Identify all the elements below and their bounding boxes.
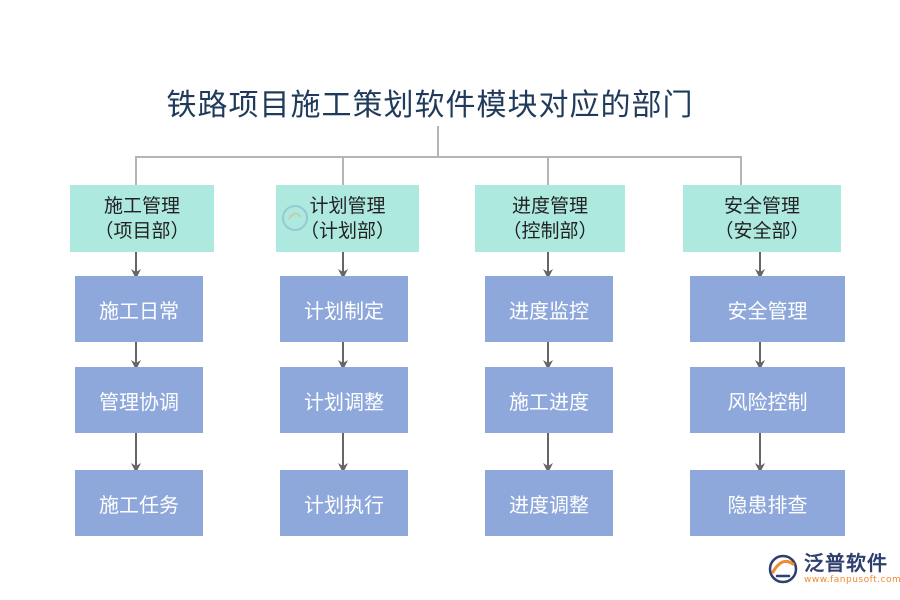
task-box: 安全管理: [690, 276, 845, 342]
task-box: 隐患排查: [690, 470, 845, 536]
module-name: 安全管理: [723, 194, 800, 217]
module-name: 施工管理: [103, 194, 180, 217]
task-box: 计划制定: [280, 276, 408, 342]
brand-logo: 泛普软件 www.fanpusoft.com: [766, 552, 900, 586]
task-box: 进度监控: [485, 276, 613, 342]
task-box: 施工任务: [75, 470, 203, 536]
department-name: （项目部）: [94, 219, 190, 242]
task-box: 计划执行: [280, 470, 408, 536]
module-box-safety: 安全管理 （安全部）: [683, 185, 841, 252]
department-name: （安全部）: [714, 219, 810, 242]
module-box-planning: 计划管理 （计划部）: [276, 185, 419, 252]
logo-name: 泛普软件: [804, 551, 888, 575]
task-box: 施工日常: [75, 276, 203, 342]
fanpu-watermark-icon: [282, 205, 308, 231]
department-name: （控制部）: [502, 219, 598, 242]
department-name: （计划部）: [299, 219, 395, 242]
logo-url: www.fanpusoft.com: [804, 575, 900, 585]
module-box-construction: 施工管理 （项目部）: [70, 185, 214, 252]
task-box: 风险控制: [690, 367, 845, 433]
task-box: 管理协调: [75, 367, 203, 433]
module-box-progress: 进度管理 （控制部）: [475, 185, 625, 252]
module-name: 计划管理: [309, 194, 386, 217]
task-box: 施工进度: [485, 367, 613, 433]
diagram-title: 铁路项目施工策划软件模块对应的部门: [166, 88, 694, 123]
fanpu-logo-icon: [768, 554, 798, 584]
task-box: 进度调整: [485, 470, 613, 536]
module-name: 进度管理: [511, 194, 588, 217]
task-box: 计划调整: [280, 367, 408, 433]
